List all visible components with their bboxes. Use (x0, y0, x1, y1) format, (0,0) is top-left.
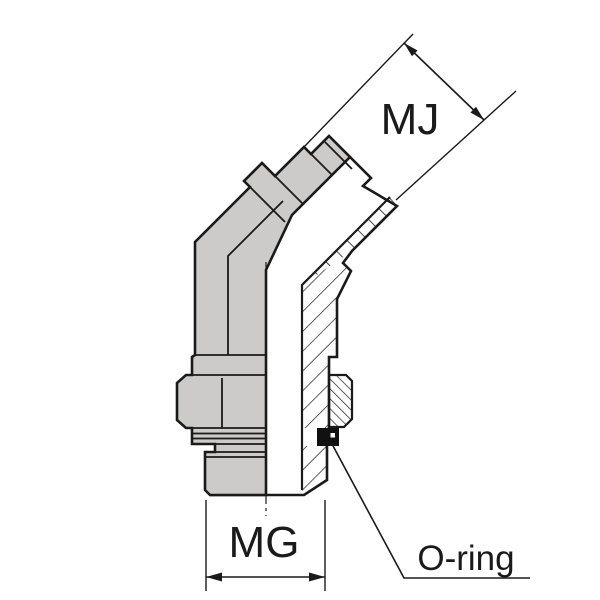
stud-section-hatch (302, 446, 327, 493)
body-section-hatch (302, 251, 352, 428)
o-ring-leader-line (331, 443, 530, 579)
mj-dimension: MJ (303, 33, 517, 201)
mj-dimension-line (403, 42, 485, 121)
retaining-washer-section (327, 373, 354, 429)
mg-dimension: MG (205, 500, 326, 591)
o-ring-callout: O-ring (331, 443, 530, 579)
o-ring-highlight (330, 433, 335, 438)
mg-extension-lines (205, 500, 326, 591)
bore-line (300, 196, 391, 490)
o-ring-section (317, 428, 339, 446)
mj-arrowhead-lower (470, 106, 484, 120)
external-view-half (175, 134, 353, 497)
mj-arrowhead-upper (404, 43, 418, 57)
mj-label: MJ (381, 95, 440, 144)
o-ring-label: O-ring (417, 539, 514, 578)
mg-arrowhead-right (309, 572, 325, 582)
mj-thread-symbol-band (302, 197, 397, 285)
mj-extension-lines (303, 33, 517, 201)
external-detail-lines (192, 141, 353, 458)
mg-label: MG (229, 518, 300, 567)
section-view-half (210, 156, 400, 497)
mg-arrowhead-left (206, 572, 222, 582)
